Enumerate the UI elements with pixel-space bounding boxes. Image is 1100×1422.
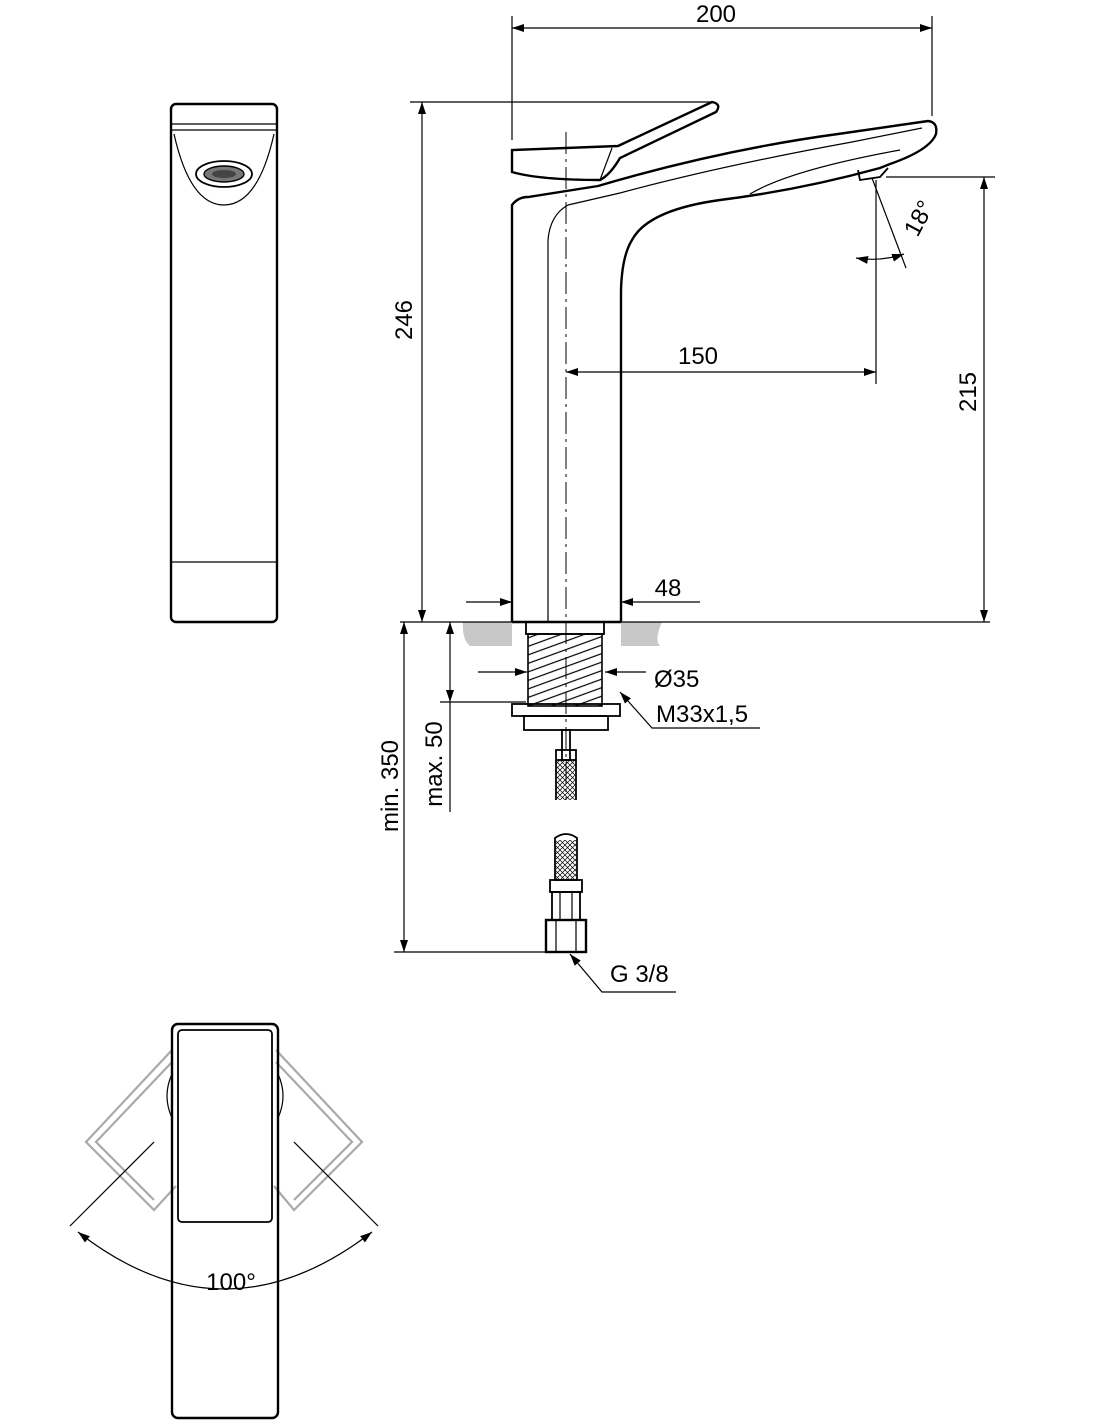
dimension-lever-rotation: 100°: [69, 1141, 379, 1296]
front-view: [169, 102, 279, 624]
dimension-hole-diameter: Ø35: [478, 666, 699, 693]
dim-label-18deg: 18°: [899, 196, 940, 241]
deck: [400, 621, 990, 646]
dim-label-150: 150: [678, 343, 718, 370]
dim-label-200: 200: [696, 1, 736, 28]
dim-label-thread: M33x1,5: [656, 701, 748, 728]
aerator-icon: [195, 160, 253, 188]
dim-label-min-350: min. 350: [377, 740, 404, 832]
dimension-spout-angle: 18°: [855, 177, 940, 269]
dim-label-246: 246: [391, 300, 418, 340]
dimension-max-deck: max. 50: [421, 622, 526, 812]
dim-label-48: 48: [655, 575, 682, 602]
dimension-thread: M33x1,5: [619, 691, 760, 729]
dimension-overall-reach: 200: [511, 1, 933, 140]
lever-rotated-right: [273, 1049, 364, 1212]
dimension-outlet-height: 215: [886, 176, 995, 622]
dim-label-max-50: max. 50: [421, 721, 448, 806]
dimension-min-length: min. 350: [377, 622, 546, 953]
dimension-total-height: 246: [391, 101, 712, 622]
dim-label-connection: G 3/8: [610, 961, 669, 988]
lever-rotated-left: [84, 1049, 177, 1212]
dim-label-100deg: 100°: [206, 1269, 256, 1296]
mounting-assembly: [511, 621, 621, 954]
dimension-connection: G 3/8: [569, 953, 676, 993]
dimension-spout-reach: 150: [566, 180, 877, 384]
dim-label-diameter: Ø35: [654, 666, 699, 693]
side-view: [510, 100, 938, 800]
dim-label-215: 215: [955, 372, 982, 412]
dimension-body-width: 48: [466, 575, 700, 606]
top-view: 100°: [69, 1022, 379, 1420]
